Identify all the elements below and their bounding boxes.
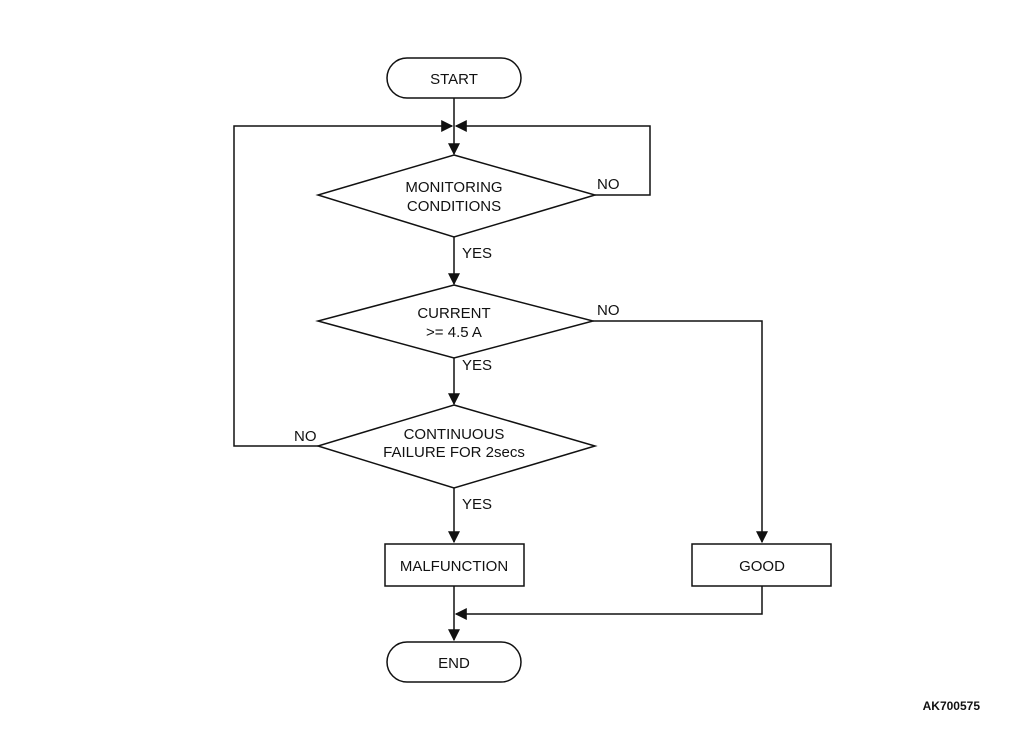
decision-1-yes-label: YES xyxy=(462,245,492,262)
start-label: START xyxy=(430,71,478,88)
decision-3-line-1: CONTINUOUS xyxy=(404,426,505,443)
decision-2-line-1: CURRENT xyxy=(417,305,490,322)
figure-code: AK700575 xyxy=(923,699,981,713)
decision-1-line-2: CONDITIONS xyxy=(407,198,501,215)
good-box xyxy=(691,543,832,587)
decision-3-line-2: FAILURE FOR 2secs xyxy=(383,444,525,461)
decision-2-no-label: NO xyxy=(597,302,620,319)
loop-continuous-no xyxy=(233,120,454,447)
malfunction-label: MALFUNCTION xyxy=(400,558,508,575)
decision-3-no-label: NO xyxy=(294,428,317,445)
decision-monitoring-conditions xyxy=(315,154,598,238)
decision-3-yes-label: YES xyxy=(462,496,492,513)
end-terminal xyxy=(386,641,522,683)
connector-good-to-merge xyxy=(454,586,763,620)
end-label: END xyxy=(438,655,470,672)
decision-1-no-label: NO xyxy=(597,176,620,193)
decision-1-line-1: MONITORING xyxy=(405,179,502,196)
good-label: GOOD xyxy=(739,558,785,575)
loop-monitoring-no xyxy=(454,120,651,196)
connector-decision-2-no xyxy=(593,320,768,544)
decision-2-line-2: >= 4.5 A xyxy=(426,324,482,341)
decision-2-yes-label: YES xyxy=(462,357,492,374)
